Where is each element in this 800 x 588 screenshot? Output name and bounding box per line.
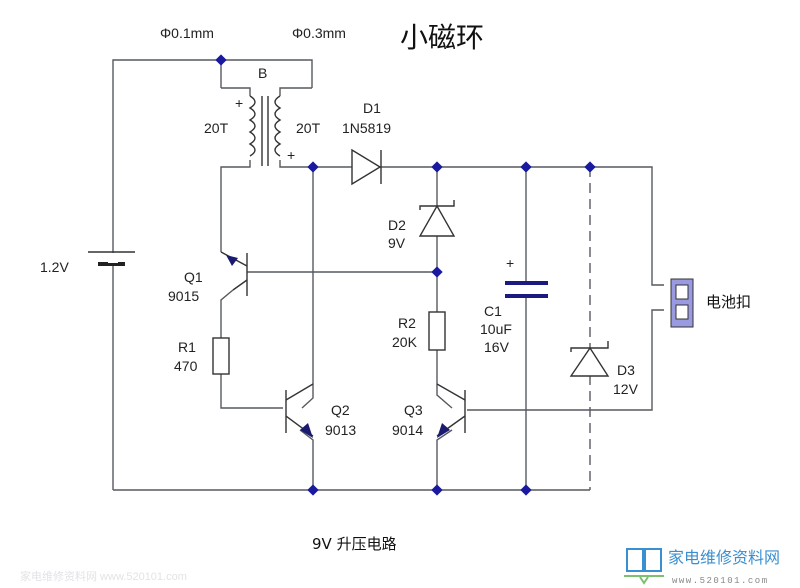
connector-label: 电池扣 — [706, 293, 751, 311]
junction-node — [520, 161, 532, 173]
transformer-secondary-plus: + — [287, 147, 295, 163]
r1-ref: R1 — [178, 339, 196, 355]
d3-ref: D3 — [617, 362, 635, 378]
r2-value: 20K — [392, 334, 418, 350]
wire-label-primary: Φ0.1mm — [160, 25, 214, 41]
d1-value: 1N5819 — [342, 120, 391, 136]
resistor-r2 — [428, 311, 446, 351]
q2-ref: Q2 — [331, 402, 350, 418]
junction-node — [215, 54, 227, 66]
c1-value: 10uF — [480, 321, 512, 337]
transformer-primary-plus: + — [235, 95, 243, 111]
book-icon — [624, 548, 664, 585]
capacitor-c1 — [505, 281, 548, 298]
r1-value: 470 — [174, 358, 198, 374]
junction-node — [307, 484, 319, 496]
transformer — [248, 95, 282, 166]
q1-value: 9015 — [168, 288, 199, 304]
site-logo: 家电维修资料网 www.520101.com — [624, 548, 780, 586]
c1-plus: + — [506, 255, 514, 271]
battery-clip-connector — [670, 278, 694, 328]
c1-ref: C1 — [484, 303, 502, 319]
transistor-q3 — [436, 383, 466, 438]
junction-node — [307, 161, 319, 173]
junction-node — [431, 266, 443, 278]
zener-d2 — [418, 200, 456, 237]
d3-value: 12V — [613, 381, 639, 397]
transistor-q1 — [220, 251, 248, 296]
diode-d1 — [350, 148, 382, 186]
wires — [112, 59, 664, 491]
q3-value: 9014 — [392, 422, 423, 438]
junction-node — [431, 161, 443, 173]
page-title: 小磁环 — [400, 21, 484, 54]
transformer-primary-turns: 20T — [204, 120, 229, 136]
d2-value: 9V — [388, 235, 406, 251]
transformer-secondary-turns: 20T — [296, 120, 321, 136]
c1-voltage: 16V — [484, 339, 510, 355]
d2-ref: D2 — [388, 217, 406, 233]
transformer-ref: B — [258, 65, 267, 81]
circuit-caption: 9V 升压电路 — [312, 535, 397, 553]
q1-ref: Q1 — [184, 269, 203, 285]
q3-ref: Q3 — [404, 402, 423, 418]
logo-name: 家电维修资料网 — [668, 548, 780, 567]
junction-nodes — [215, 54, 596, 496]
q2-value: 9013 — [325, 422, 356, 438]
logo-url: www.520101.com — [672, 576, 769, 586]
junction-node — [520, 484, 532, 496]
junction-node — [584, 161, 596, 173]
watermark: 家电维修资料网 www.520101.com — [20, 569, 187, 583]
transistor-q2 — [285, 383, 314, 438]
r2-ref: R2 — [398, 315, 416, 331]
resistor-r1 — [212, 337, 230, 375]
junction-node — [431, 484, 443, 496]
zener-d3 — [569, 341, 610, 377]
d1-ref: D1 — [363, 100, 381, 116]
wire-label-secondary: Φ0.3mm — [292, 25, 346, 41]
battery-symbol — [88, 251, 135, 266]
battery-voltage: 1.2V — [40, 259, 69, 275]
